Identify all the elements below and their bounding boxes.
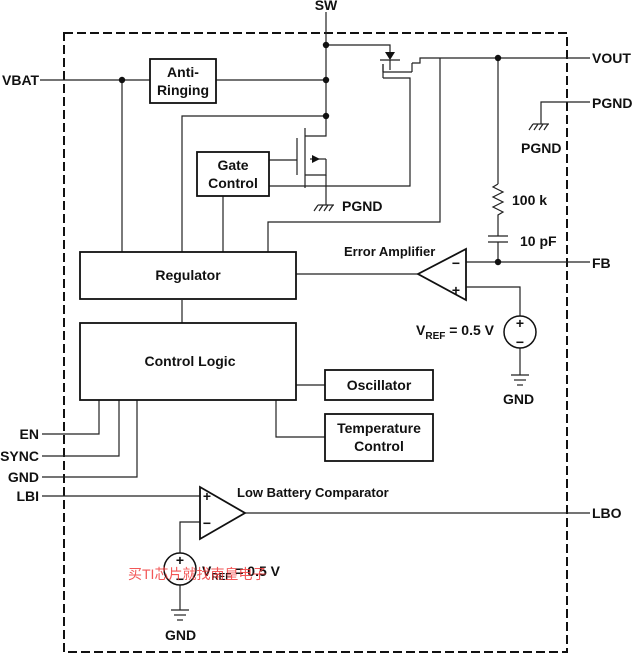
vref-error-main: V [416,322,426,338]
pin-pgnd: PGND [592,95,632,111]
error-amp-minus: − [452,255,460,271]
gate-control-label-1: Gate [217,157,248,173]
gate-control-block [196,151,270,197]
low-battery-comparator-label: Low Battery Comparator [237,485,389,500]
package-outline [63,32,568,653]
vref-error-plus: + [516,315,524,331]
vref-lbc-value: = 0.5 V [231,563,280,579]
vref-error-label: VREF = 0.5 V [416,322,495,342]
gnd-error-ground-symbol [511,374,529,386]
vref-lbc-minus: − [176,571,184,587]
pin-sync: SYNC [0,448,39,464]
resistor-label: 100 k [512,192,547,208]
gnd-lbc-ground-symbol [171,609,189,621]
error-amplifier: − + [416,247,467,302]
pgnd-ground-label: PGND [521,140,561,156]
pin-fb: FB [592,255,611,271]
low-side-nmos [312,155,320,163]
anti-ringing-label-1: Anti- [167,64,199,80]
anti-ringing-label-2: Ringing [157,82,209,98]
control-logic-label: Control Logic [145,353,236,369]
pgnd-right-ground-symbol [528,123,549,131]
oscillator-block [324,369,434,401]
vref-error-source: + − [503,315,537,350]
lbc-plus: + [203,488,211,504]
anti-ringing-block [149,58,217,104]
lbc-minus: − [203,515,211,531]
pin-lbi: LBI [16,488,39,504]
pgnd-gate-label: PGND [342,198,382,214]
pin-gnd: GND [8,469,39,485]
vref-lbc-sub: REF [211,572,231,583]
temperature-control-label-2: Control [354,438,404,454]
gnd-lbc-label: GND [165,627,196,643]
gate-control-label-2: Control [208,175,258,191]
vref-error-value: = 0.5 V [445,322,494,338]
temperature-control-label-1: Temperature [337,420,421,436]
error-amp-plus: + [452,282,460,298]
junctions [118,41,502,266]
pin-vout: VOUT [592,50,631,66]
watermark-text: 买TI芯片就找南皇电子 [128,566,266,582]
vref-error-sub: REF [425,331,445,342]
pin-en: EN [20,426,39,442]
vref-lbc-main: V [202,563,212,579]
pin-lbo: LBO [592,505,622,521]
pgnd-gate-ground-symbol [313,204,334,212]
vref-lbc-source: + − [163,552,197,587]
gnd-error-label: GND [503,391,534,407]
wires [40,12,590,610]
oscillator-label: Oscillator [347,377,412,393]
regulator-block [79,251,297,300]
capacitor-label: 10 pF [520,233,557,249]
temperature-control-block [324,413,434,462]
low-battery-comparator: + − [199,485,247,541]
pin-vbat: VBAT [2,72,40,88]
control-logic-block [79,322,297,401]
regulator-label: Regulator [155,267,221,283]
error-amplifier-label: Error Amplifier [344,244,435,259]
vref-error-minus: − [516,334,524,350]
vref-lbc-plus: + [176,552,184,568]
vref-lbc-label: VREF = 0.5 V [202,563,281,583]
pin-sw: SW [315,0,338,13]
high-side-pmos [380,52,400,78]
